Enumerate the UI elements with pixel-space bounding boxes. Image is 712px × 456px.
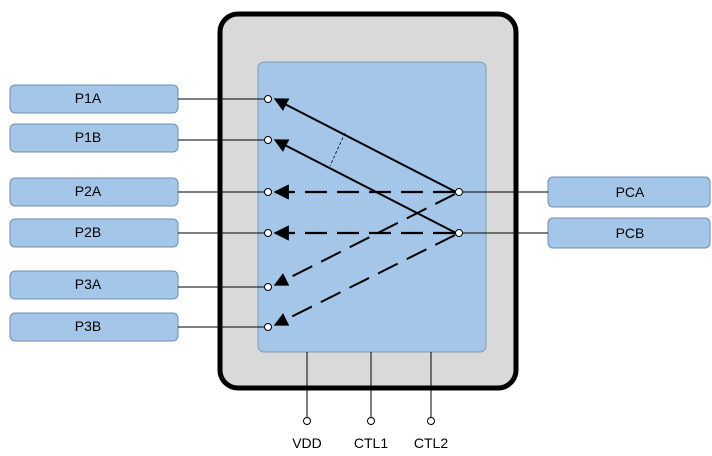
path-pcb-to-p3b <box>273 234 456 326</box>
port-label: P3B <box>75 318 101 334</box>
pin-vdd: VDD <box>292 352 322 451</box>
port-box <box>9 123 179 153</box>
port-pcb: PCB <box>462 217 711 249</box>
port-node <box>264 95 272 103</box>
inner-switch-area <box>257 61 487 353</box>
pin-ctl1: CTL1 <box>354 352 388 451</box>
port-p1a: P1A <box>9 84 272 114</box>
port-label: P3A <box>75 276 102 292</box>
port-node <box>264 323 272 331</box>
port-p2b: P2B <box>9 218 272 248</box>
port-label: PCB <box>616 225 645 241</box>
pin-node <box>427 417 435 425</box>
node-pca <box>455 188 463 196</box>
pin-ctl2: CTL2 <box>414 352 448 451</box>
port-label: P2A <box>75 183 102 199</box>
port-node <box>264 188 272 196</box>
port-pca: PCA <box>462 176 711 208</box>
port-label: P1B <box>75 129 101 145</box>
pin-node <box>367 417 375 425</box>
port-p3a: P3A <box>9 270 272 300</box>
path-pca-to-p1a <box>273 98 457 193</box>
coupling-link <box>329 132 346 167</box>
pin-label: VDD <box>292 435 322 451</box>
port-label: P2B <box>75 224 101 240</box>
path-pcb-to-p1b <box>273 139 457 234</box>
port-node <box>264 136 272 144</box>
port-p1b: P1B <box>9 123 272 153</box>
node-pcb <box>455 229 463 237</box>
port-label: PCA <box>616 184 645 200</box>
pin-node <box>303 417 311 425</box>
port-p3b: P3B <box>9 312 272 342</box>
port-label: P1A <box>75 90 102 106</box>
pin-label: CTL1 <box>354 435 388 451</box>
pin-label: CTL2 <box>414 435 448 451</box>
port-node <box>264 283 272 291</box>
path-pca-to-p3a <box>273 193 456 286</box>
port-box <box>9 270 179 300</box>
port-node <box>264 229 272 237</box>
port-p2a: P2A <box>9 177 272 207</box>
